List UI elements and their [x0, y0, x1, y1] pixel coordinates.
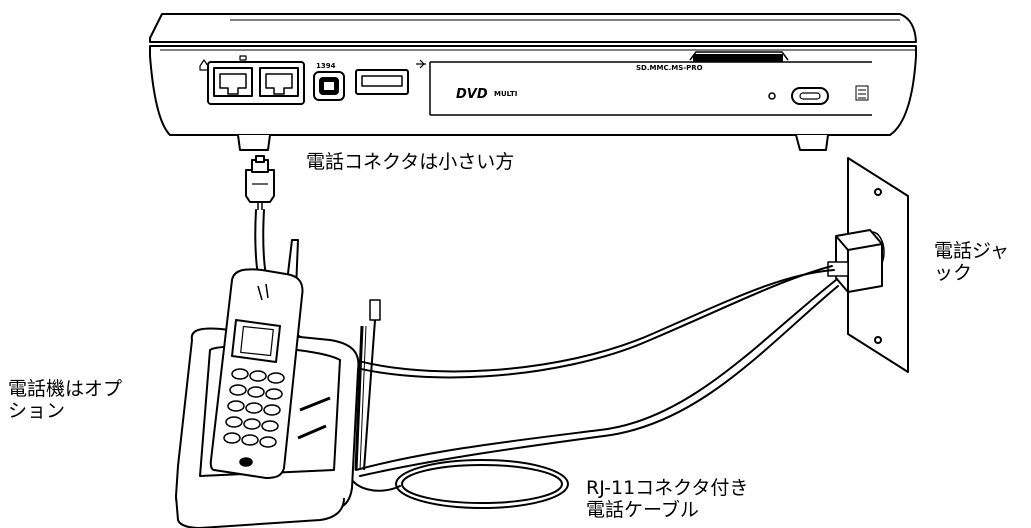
rj11-plug — [245, 155, 275, 210]
firewire-label: 1394 — [316, 62, 336, 70]
telephone-optional-label-line-2: ション — [8, 400, 66, 422]
modem-lan-ports — [199, 55, 305, 105]
wall-jack — [827, 157, 909, 373]
dvd-logo: DVD — [456, 87, 488, 102]
cable-label-line-2: 電話ケーブル — [586, 499, 699, 521]
cable-label: RJ-11コネクタ付き 電話ケーブル — [586, 477, 748, 521]
phone-jack-label-line-2: ック — [934, 262, 973, 284]
telephone-optional-label: 電話機はオプ ション — [8, 378, 122, 422]
card-reader-label: SD.MMC.MS-PRO — [636, 64, 703, 72]
cd-logo — [855, 85, 869, 101]
multi-badge: MULTI — [494, 90, 517, 98]
phone-connector-label: 電話コネクタは小さい方 — [306, 151, 515, 173]
usb-port — [355, 59, 426, 95]
cable-label-line-1: RJ-11コネクタ付き — [586, 477, 749, 499]
phone-jack-label-line-1: 電話ジャ — [934, 240, 1010, 262]
firewire-port — [313, 71, 345, 101]
phone-jack-label: 電話ジャ ック — [934, 240, 1009, 284]
telephone-optional-label-line-1: 電話機はオプ — [8, 378, 123, 400]
handset-keypad — [223, 368, 285, 467]
laptop — [149, 13, 917, 151]
